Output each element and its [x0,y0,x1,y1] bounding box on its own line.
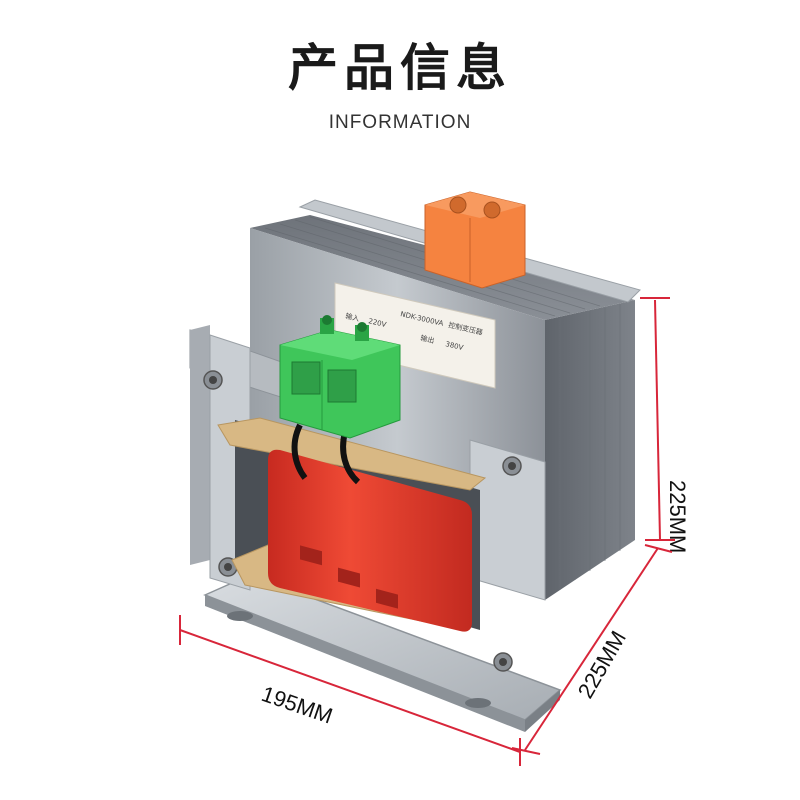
svg-text:输出: 输出 [420,333,436,345]
bolt-icons [203,370,522,672]
nameplate: NDK-3000VA 控制变压器 输入 220V 输出 380V [334,282,496,389]
svg-text:220V: 220V [368,317,388,329]
green-terminal-block [279,315,401,439]
dimension-height-label: 225MM [665,480,690,553]
svg-text:380V: 380V [445,340,465,352]
svg-text:输入: 输入 [345,311,361,323]
page-subtitle: INFORMATION [328,112,472,133]
orange-terminal-block [424,191,526,289]
mounting-base [203,574,562,732]
page-title: 产品信息 [288,39,512,97]
red-coil [268,449,472,632]
dimension-width-label: 195MM [258,681,336,729]
dimension-height: 225MM [640,297,690,553]
